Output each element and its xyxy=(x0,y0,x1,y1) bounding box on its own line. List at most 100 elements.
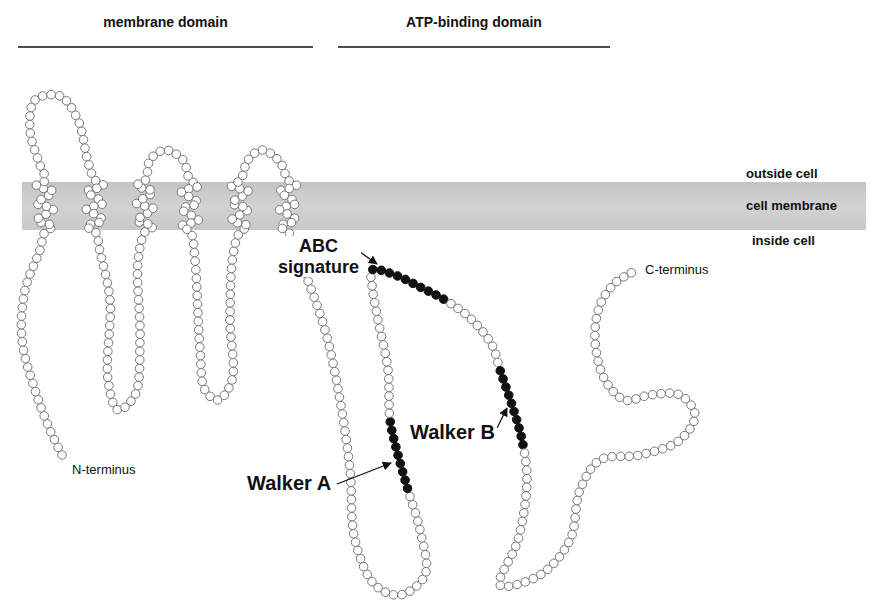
amino-acid-bead xyxy=(327,351,336,360)
amino-acid-bead xyxy=(496,366,505,375)
amino-acid-bead xyxy=(23,278,32,287)
amino-acid-bead xyxy=(136,347,145,356)
amino-acid-bead xyxy=(591,331,600,340)
amino-acid-bead xyxy=(146,186,155,195)
amino-acid-bead xyxy=(98,200,107,209)
amino-acid-bead xyxy=(31,387,40,396)
amino-acid-bead xyxy=(372,307,381,316)
amino-acid-bead xyxy=(197,369,206,378)
amino-acid-bead xyxy=(657,389,666,398)
amino-acid-bead xyxy=(616,452,625,461)
amino-acid-bead xyxy=(690,417,699,426)
amino-acid-bead xyxy=(347,495,356,504)
amino-acid-bead xyxy=(318,317,327,326)
amino-acid-bead xyxy=(95,218,104,227)
cell-membrane-band xyxy=(22,182,866,230)
amino-acid-bead xyxy=(386,417,395,426)
amino-acid-bead xyxy=(94,237,103,246)
amino-acid-bead xyxy=(384,375,393,384)
amino-acid-bead xyxy=(522,457,531,466)
amino-acid-bead xyxy=(19,295,28,304)
amino-acid-bead xyxy=(632,395,641,404)
amino-acid-bead xyxy=(596,365,605,374)
amino-acid-bead xyxy=(182,163,191,172)
amino-acid-bead xyxy=(517,432,526,441)
amino-acid-bead xyxy=(379,341,388,350)
amino-acid-bead xyxy=(228,376,237,385)
amino-acid-bead xyxy=(650,447,659,456)
amino-acid-bead xyxy=(418,575,427,584)
amino-acid-bead xyxy=(496,573,505,582)
amino-acid-bead xyxy=(188,231,197,240)
amino-acid-bead xyxy=(389,591,398,600)
amino-acid-bead xyxy=(105,287,114,296)
domain-header: ATP-binding domain xyxy=(338,14,610,30)
amino-acid-bead xyxy=(394,451,403,460)
amino-acid-bead xyxy=(356,554,365,563)
amino-acid-bead xyxy=(321,326,330,335)
amino-acid-bead xyxy=(239,202,248,211)
amino-acid-bead xyxy=(33,154,42,163)
amino-acid-bead xyxy=(346,469,355,478)
amino-acid-bead xyxy=(134,253,143,262)
amino-acid-bead xyxy=(21,286,30,295)
amino-acid-bead xyxy=(342,435,351,444)
amino-acid-bead xyxy=(197,360,206,369)
amino-acid-bead xyxy=(504,582,513,591)
amino-acid-bead xyxy=(18,338,27,347)
amino-acid-bead xyxy=(189,240,198,249)
amino-acid-bead xyxy=(393,272,402,281)
amino-acid-bead xyxy=(401,476,410,485)
amino-acid-bead xyxy=(136,338,145,347)
amino-acid-bead xyxy=(231,239,240,248)
amino-acid-bead xyxy=(627,268,636,277)
chain-guide xyxy=(21,95,695,596)
amino-acid-bead xyxy=(368,282,377,291)
amino-acid-bead xyxy=(514,534,523,543)
amino-acid-bead xyxy=(408,500,417,509)
amino-acid-bead xyxy=(608,452,617,461)
amino-acid-bead xyxy=(34,395,43,404)
amino-acid-bead xyxy=(17,329,26,338)
region-label: cell membrane xyxy=(746,199,837,214)
amino-acid-bead xyxy=(225,384,234,393)
amino-acid-bead xyxy=(313,301,322,310)
amino-acid-bead xyxy=(332,376,341,385)
amino-acid-bead xyxy=(523,474,532,483)
terminus-label: C-terminus xyxy=(643,263,711,278)
amino-acid-bead xyxy=(40,412,49,421)
amino-acid-bead xyxy=(133,278,142,287)
amino-acid-bead xyxy=(496,581,505,590)
amino-acid-bead xyxy=(226,307,235,316)
amino-acid-bead xyxy=(149,204,158,213)
amino-acid-bead xyxy=(21,354,30,363)
amino-acid-bead xyxy=(510,407,519,416)
amino-acid-bead xyxy=(382,357,391,366)
amino-acid-bead xyxy=(648,390,657,399)
amino-acid-bead xyxy=(290,200,299,209)
amino-acid-bead xyxy=(592,348,601,357)
amino-acid-bead xyxy=(520,449,529,458)
amino-acid-bead xyxy=(521,500,530,509)
amino-acid-bead xyxy=(623,396,632,405)
amino-acid-bead xyxy=(384,366,393,375)
amino-acid-bead xyxy=(335,393,344,402)
amino-acid-bead xyxy=(381,588,390,597)
amino-acid-bead xyxy=(500,565,509,574)
amino-acid-bead xyxy=(77,127,86,136)
amino-acid-bead xyxy=(398,468,407,477)
amino-acid-bead xyxy=(135,364,144,373)
domain-header: membrane domain xyxy=(18,14,313,30)
amino-acid-bead xyxy=(135,373,144,382)
amino-acid-bead xyxy=(46,427,55,436)
amino-acid-bead xyxy=(599,373,608,382)
amino-acid-bead xyxy=(17,312,26,321)
amino-acid-bead xyxy=(136,321,145,330)
motif-label: ABC signature xyxy=(276,236,361,277)
amino-acid-bead xyxy=(351,538,360,547)
amino-acid-bead xyxy=(417,534,426,543)
amino-acid-bead xyxy=(594,306,603,315)
amino-acid-bead xyxy=(385,400,394,409)
